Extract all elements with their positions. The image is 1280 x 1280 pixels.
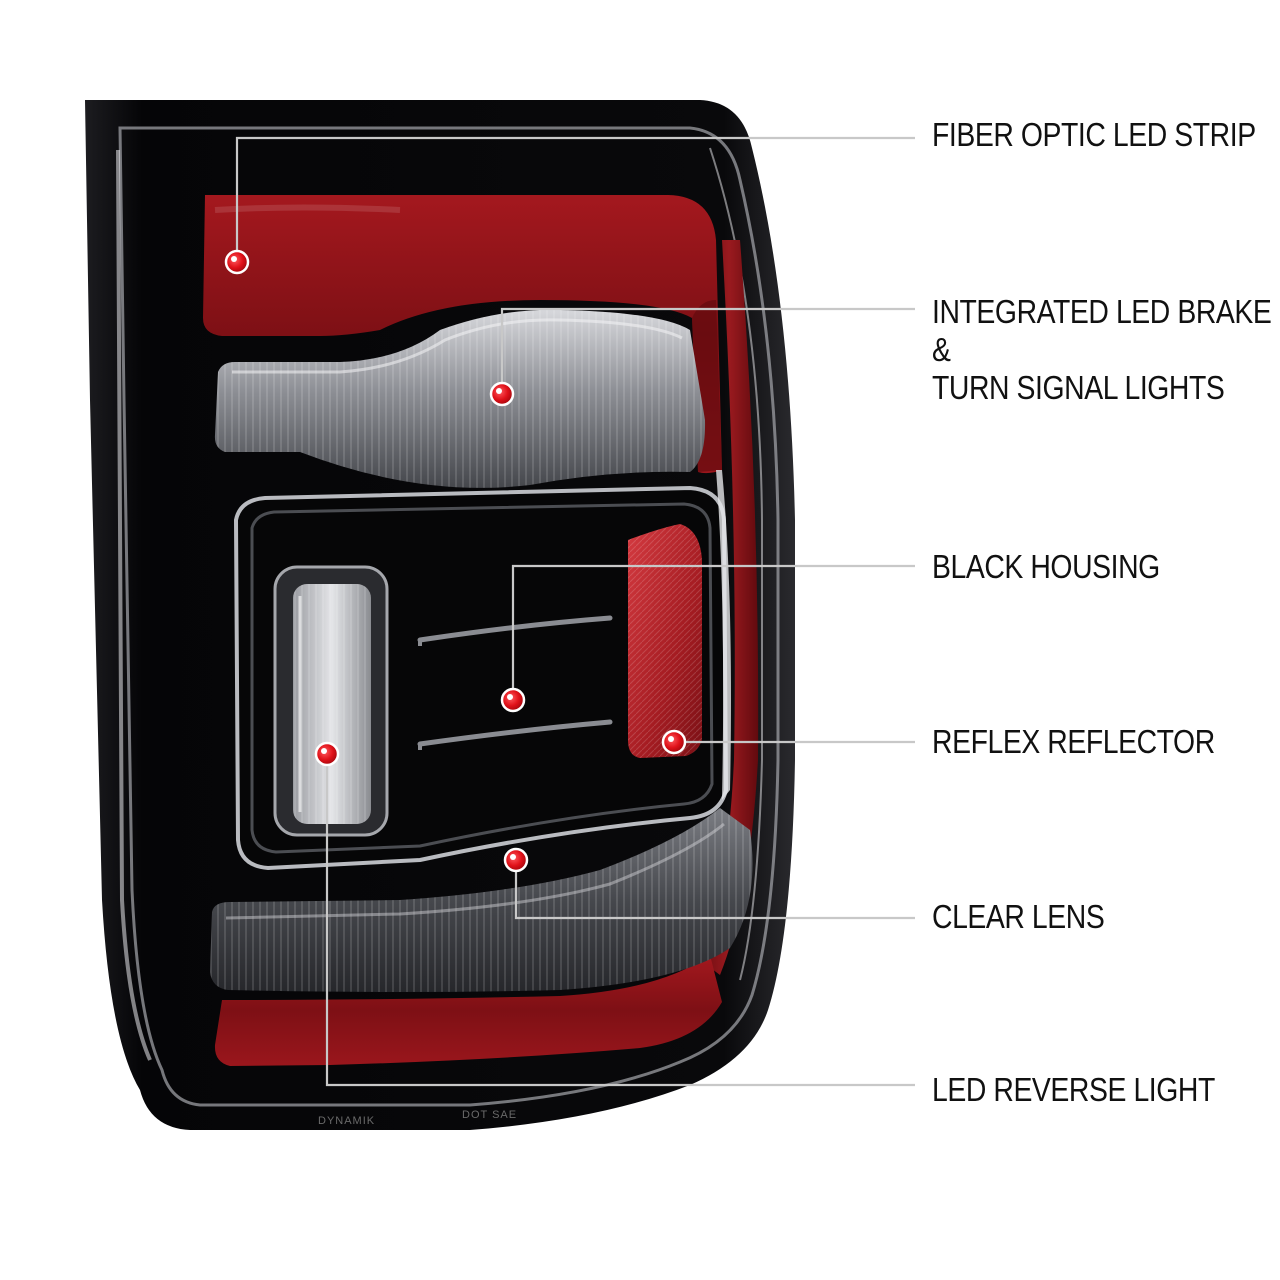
- leader-line-reverse: [325, 754, 915, 1087]
- label-integrated-led-brake: INTEGRATED LED BRAKE & TURN SIGNAL LIGHT…: [932, 293, 1272, 407]
- brand-marking: DYNAMIK: [318, 1115, 375, 1127]
- label-line: LED REVERSE LIGHT: [932, 1071, 1215, 1108]
- label-led-reverse-light: LED REVERSE LIGHT: [932, 1071, 1215, 1109]
- label-fiber-optic-led-strip: FIBER OPTIC LED STRIP: [932, 116, 1256, 154]
- reverse-light-lens: [273, 565, 389, 837]
- label-line: FIBER OPTIC LED STRIP: [932, 116, 1256, 153]
- leader-line-brake-turn: [500, 307, 915, 394]
- lower-lens: [210, 808, 753, 992]
- callout-dot-fiber-optic: [224, 249, 250, 275]
- label-black-housing: BLACK HOUSING: [932, 548, 1160, 586]
- label-line: BLACK HOUSING: [932, 548, 1160, 585]
- upper-lens: [214, 309, 706, 488]
- fiber-optic-strip: [203, 195, 759, 1066]
- dot-marking: DOT SAE: [462, 1109, 517, 1121]
- label-reflex-reflector: REFLEX REFLECTOR: [932, 723, 1215, 761]
- product-markings: DYNAMIK DOT SAE: [318, 1109, 517, 1127]
- callout-dot-clear-lens: [503, 847, 529, 873]
- label-line: TURN SIGNAL LIGHTS: [932, 369, 1225, 406]
- label-line: &: [932, 331, 951, 368]
- callout-dot-housing: [500, 687, 526, 713]
- reflex-reflector: [628, 470, 731, 800]
- callout-dots: [224, 249, 687, 873]
- label-line: INTEGRATED LED BRAKE: [932, 293, 1272, 330]
- leader-line-housing: [511, 564, 915, 700]
- label-clear-lens: CLEAR LENS: [932, 898, 1105, 936]
- leader-line-clear-lens: [514, 860, 915, 920]
- callout-dot-reflector: [661, 729, 687, 755]
- label-line: REFLEX REFLECTOR: [932, 723, 1215, 760]
- label-line: CLEAR LENS: [932, 898, 1105, 935]
- callout-dot-brake-turn: [489, 381, 515, 407]
- leader-line-fiber-optic: [235, 136, 915, 262]
- leader-lines: [235, 136, 915, 1087]
- callout-dot-reverse: [314, 741, 340, 767]
